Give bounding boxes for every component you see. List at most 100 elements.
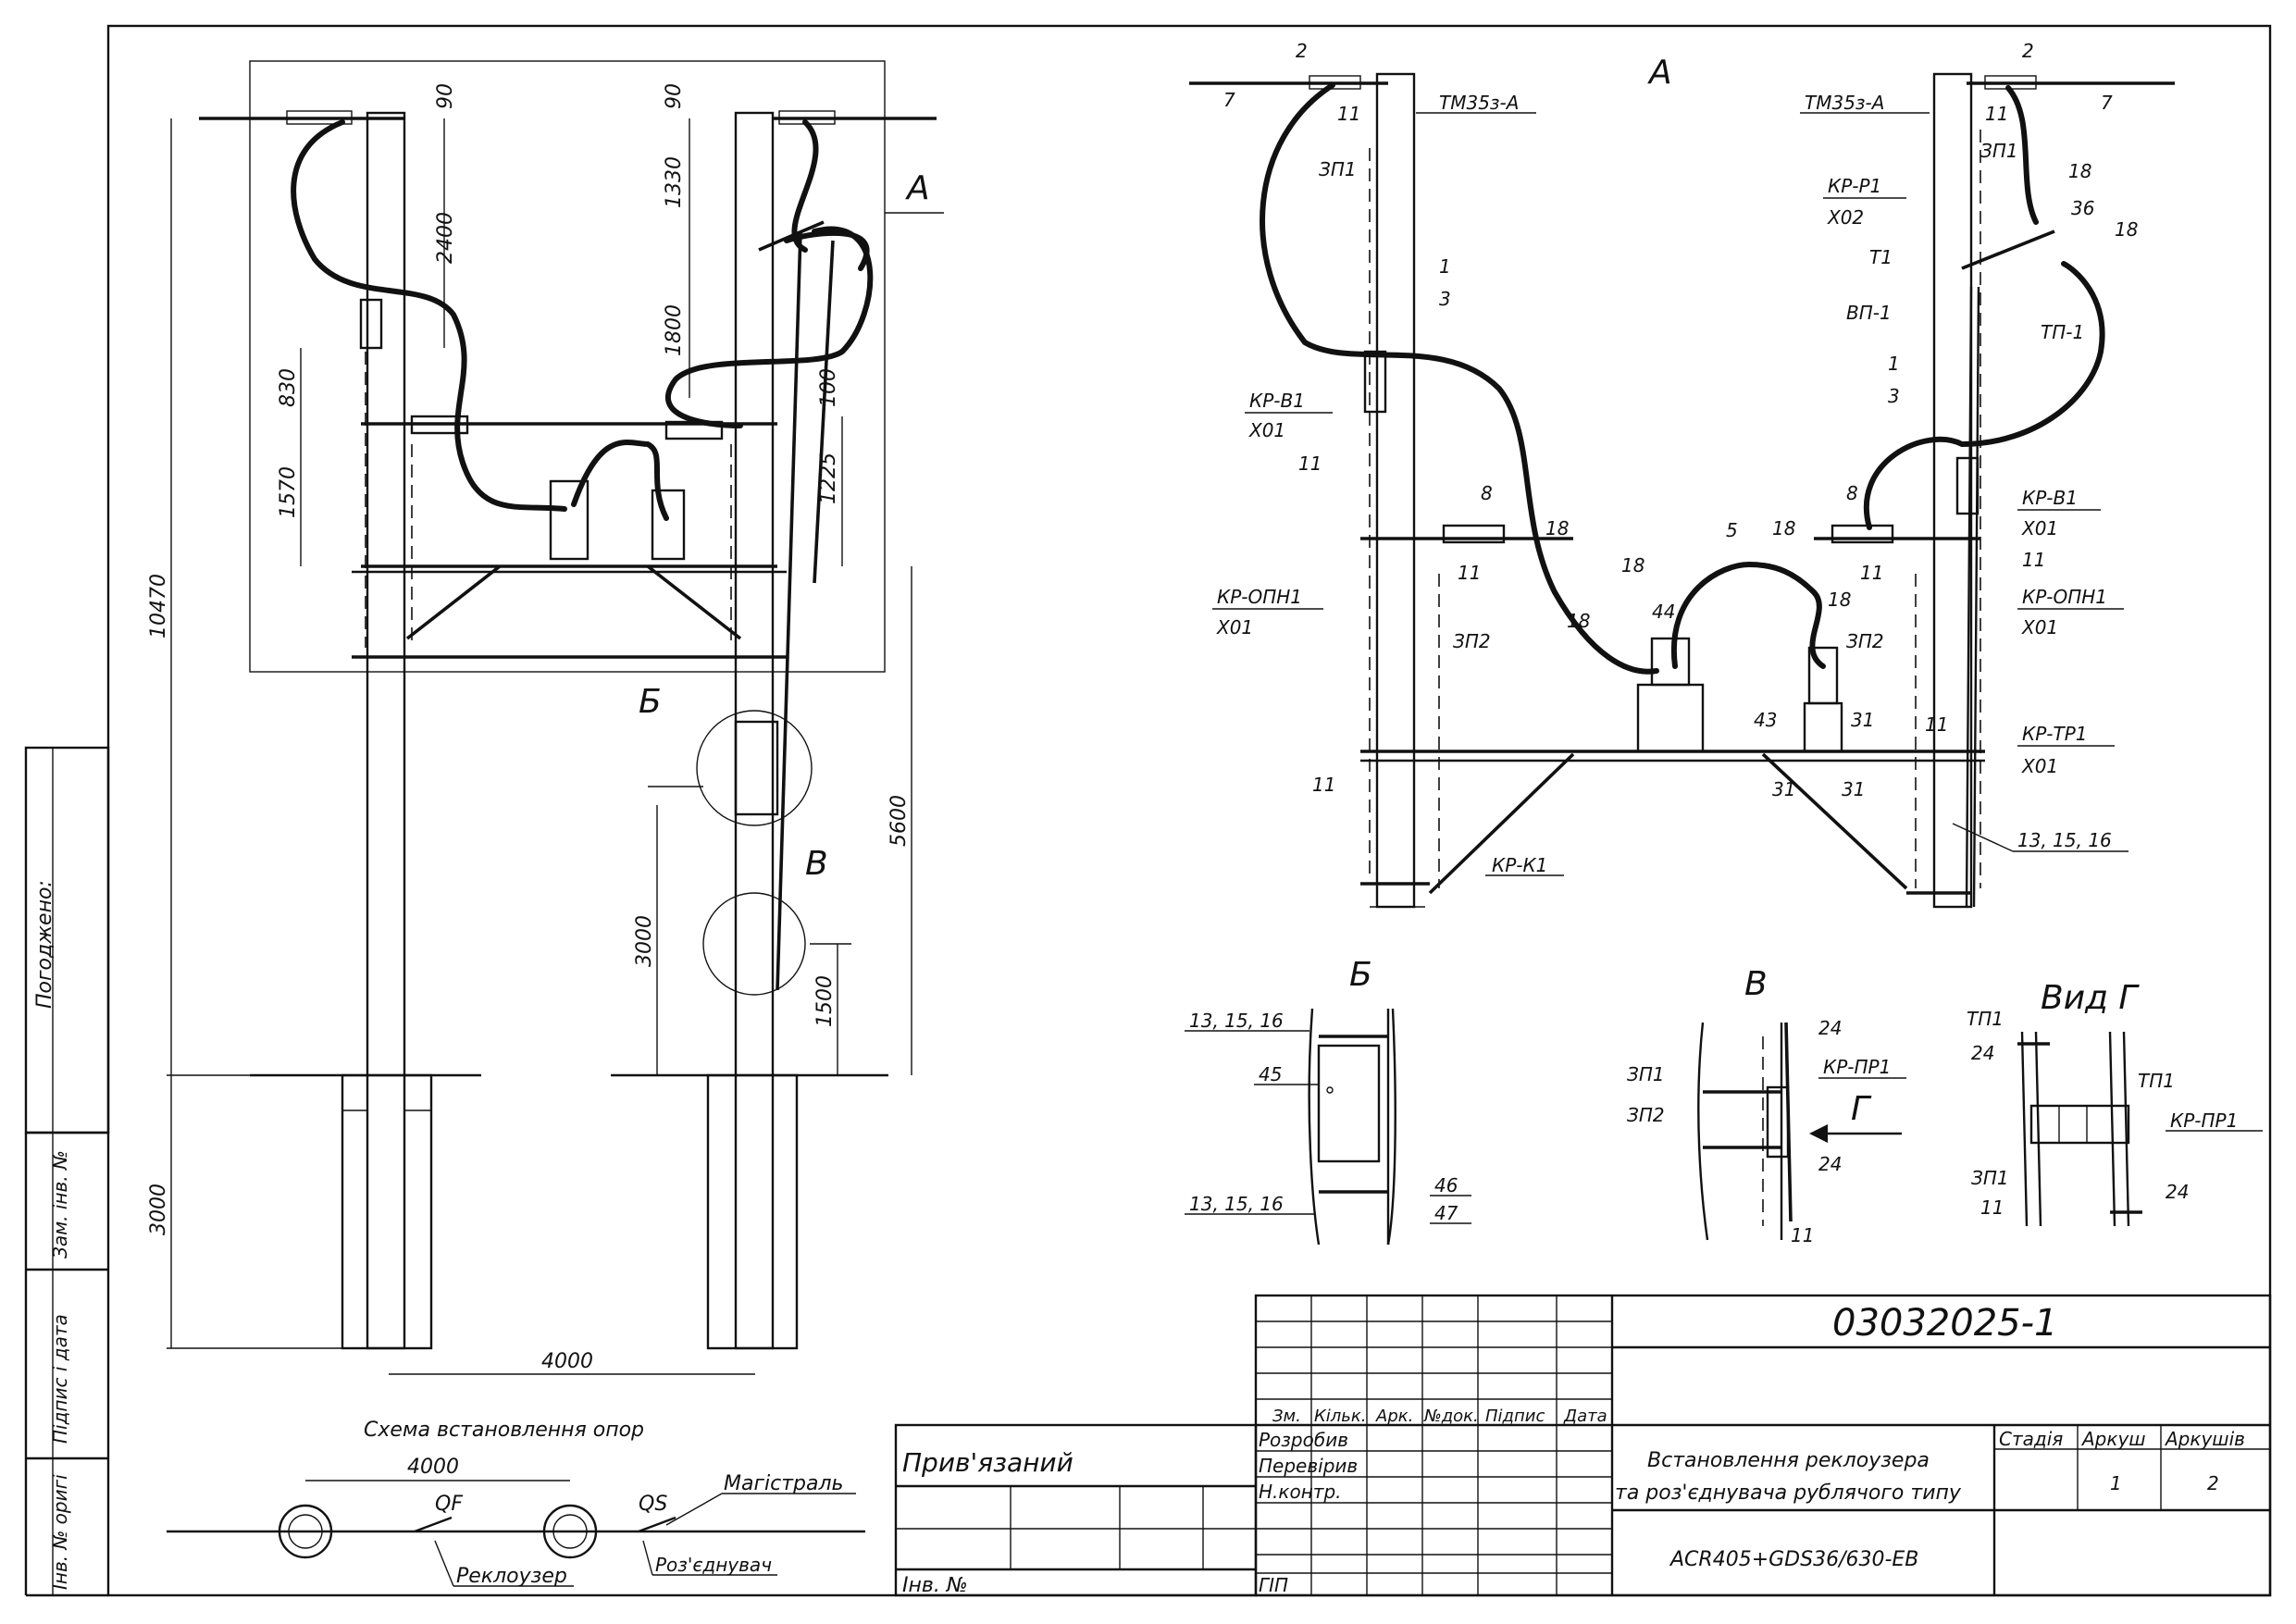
sheet-frame (106, 24, 2272, 1597)
a-lbl-x02: Х02 (1827, 206, 1864, 229)
view-a-title: А (1647, 54, 1672, 92)
tb-title-line2: та роз'єднувача рублячого типу (1615, 1481, 1962, 1505)
disconnector-symbol (651, 489, 686, 561)
g-lbl-11: 11 (1980, 1196, 2004, 1219)
g-lbl-krpr1: КР-ПР1 (2170, 1110, 2238, 1132)
a-lbl-2-right: 2 (2022, 40, 2034, 62)
tb-sheet-label: Аркуш (2080, 1428, 2146, 1450)
a-lbl-31-b: 31 (1772, 778, 1795, 800)
tb-sheets-value: 2 (2207, 1472, 2219, 1494)
v-lbl-krpr1: КР-ПР1 (1823, 1056, 1891, 1078)
a-lbl-11-r1: 11 (2022, 549, 2045, 571)
tb-role-pereviryv: Перевірив (1259, 1455, 1358, 1477)
view-a-pole-left (1375, 72, 1416, 909)
dim-10470: 10470 (147, 574, 170, 638)
a-lbl-krk1: КР-К1 (1492, 854, 1547, 876)
detail-b-title: Б (1349, 956, 1372, 994)
v-lbl-24-top: 24 (1818, 1017, 1842, 1039)
a-lbl-31-a: 31 (1851, 709, 1874, 731)
tb-col-ndok: №док. (1423, 1407, 1479, 1426)
tb-role-rozrobyv: Розробив (1259, 1429, 1348, 1451)
a-lbl-11-bottom-left: 11 (1312, 774, 1335, 796)
dim-1800: 1800 (663, 304, 686, 356)
a-lbl-11-r3: 11 (1925, 713, 1948, 736)
b-lbl-47: 47 (1434, 1202, 1458, 1224)
left-pole-view: Б В А 90 90 2400 1330 1800 100 830 1 (147, 60, 944, 1442)
a-lbl-2-left: 2 (1296, 40, 1308, 62)
side-stamp: Погоджено: Зам. інв. № Підпис і дата Інв… (24, 746, 110, 1597)
a-lbl-44: 44 (1652, 601, 1675, 623)
a-lbl-kropn1-right: КР-ОПН1 (2022, 586, 2107, 608)
tb-title-line1: Встановлення реклоузера (1647, 1449, 1930, 1472)
tb-inv-no: Інв. № (902, 1574, 968, 1597)
caption-pole-scheme: Схема встановлення опор (364, 1419, 644, 1442)
a-lbl-18-c4: 18 (1828, 589, 1851, 611)
a-lbl-11-top-right: 11 (1985, 103, 2008, 125)
scheme-qf: QF (435, 1493, 463, 1516)
a-lbl-zp2-right: ЗП2 (1846, 630, 1884, 652)
scheme-dim-4000: 4000 (407, 1456, 459, 1479)
v-lbl-zp2: ЗП2 (1627, 1104, 1665, 1126)
scheme-disconnector: Роз'єднувач (655, 1554, 772, 1576)
single-line-scheme: 4000 QF QS Магістраль Реклоузер Роз'єдну… (167, 1456, 865, 1588)
a-lbl-x01-left: Х01 (1248, 419, 1285, 441)
a-lbl-18-c3: 18 (1567, 610, 1590, 632)
b-lbl-45: 45 (1259, 1063, 1282, 1085)
side-pogodzheno: Погоджено: (33, 880, 56, 1009)
a-lbl-13-15-16: 13, 15, 16 (2017, 829, 2112, 851)
a-lbl-krv1-left: КР-В1 (1249, 390, 1305, 412)
g-lbl-tp1-left: ТП1 (1967, 1008, 2004, 1030)
a-lbl-18-r1: 18 (2068, 160, 2091, 182)
tb-col-zm: Зм. (1272, 1407, 1301, 1426)
tb-col-ark: Арк. (1375, 1407, 1413, 1426)
v-lbl-g-arrow: Г (1851, 1090, 1872, 1128)
a-lbl-3-left: 3 (1439, 288, 1451, 310)
label-B-left: Б (639, 683, 662, 721)
a-lbl-zp1-right: ЗП1 (1980, 140, 2018, 162)
a-lbl-5: 5 (1726, 519, 1738, 541)
scheme-qs: QS (639, 1493, 667, 1516)
v-lbl-zp1: ЗП1 (1627, 1063, 1665, 1085)
detail-b: Б 13, 15, 16 45 13, 15, 16 46 47 (1185, 956, 1471, 1246)
a-lbl-x01b-left: Х01 (1216, 616, 1253, 638)
v-lbl-11: 11 (1791, 1224, 1814, 1246)
dim-5600: 5600 (887, 795, 911, 847)
view-a: А (1189, 40, 2175, 909)
tb-stage-label: Стадія (1999, 1428, 2063, 1450)
a-lbl-7-right: 7 (2101, 92, 2113, 114)
title-block: 03032025-1 Зм. Кільк. Арк. №док. Підпис … (894, 1294, 2272, 1597)
a-lbl-36: 36 (2071, 197, 2094, 219)
b-lbl-46: 46 (1434, 1174, 1458, 1196)
a-lbl-x01-right: Х01 (2021, 517, 2058, 539)
tb-privyazaniy: Прив'язаний (902, 1447, 1074, 1478)
a-lbl-11-r2: 11 (1860, 562, 1883, 584)
tb-col-pidpys: Підпис (1485, 1407, 1545, 1426)
detail-g-title: Вид Г (2041, 979, 2140, 1017)
dim-90-right: 90 (663, 83, 686, 109)
a-lbl-vp1: ВП-1 (1846, 302, 1892, 324)
tb-equipment: ACR405+GDS36/630-EB (1669, 1548, 1918, 1571)
dim-1330: 1330 (663, 156, 686, 208)
a-lbl-18-c1: 18 (1621, 554, 1644, 576)
a-lbl-zp2-left: ЗП2 (1453, 630, 1491, 652)
detail-v-title: В (1744, 965, 1768, 1003)
g-lbl-24-bottom: 24 (2166, 1181, 2189, 1203)
g-lbl-24-top: 24 (1971, 1042, 1994, 1064)
tb-doc-code: 03032025-1 (1832, 1302, 2057, 1345)
a-lbl-8-right: 8 (1846, 482, 1858, 504)
b-lbl-13-15-16-top: 13, 15, 16 (1189, 1010, 1284, 1032)
dim-1570: 1570 (277, 466, 300, 518)
tb-role-gip: ГІП (1259, 1574, 1288, 1596)
view-a-recloser (1636, 683, 1705, 753)
a-lbl-tm35-left: ТМ35з-А (1439, 92, 1519, 114)
side-inv-orig: Інв. № оригі (49, 1474, 71, 1590)
tb-col-kilk: Кільк. (1314, 1407, 1367, 1426)
a-lbl-x01c-right: Х01 (2021, 755, 2058, 777)
dim-3000-mid: 3000 (633, 915, 656, 967)
dim-1500: 1500 (813, 975, 837, 1027)
dim-830: 830 (277, 368, 300, 407)
side-zam-inv: Зам. інв. № (49, 1150, 71, 1258)
a-lbl-t1: Т1 (1869, 246, 1893, 268)
a-lbl-11-mid-left: 11 (1298, 452, 1322, 475)
a-lbl-1-left: 1 (1439, 255, 1451, 278)
